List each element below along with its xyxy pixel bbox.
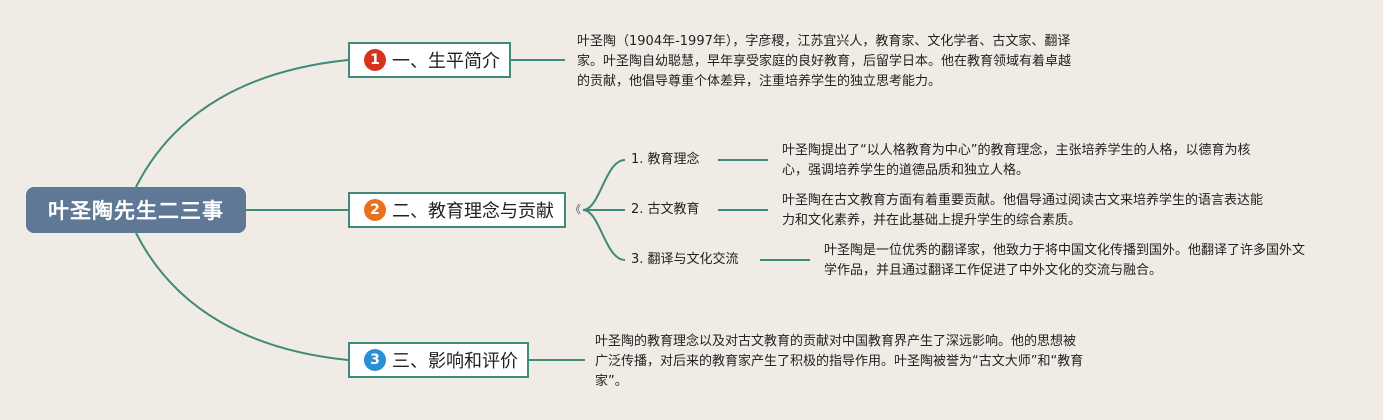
- branch-label-1: 一、生平简介: [392, 51, 500, 72]
- connector-branch-2-sub-1: [582, 159, 626, 211]
- branch-node-2[interactable]: 2 二、教育理念与贡献: [348, 192, 566, 228]
- sub-node-1[interactable]: 1. 教育理念: [631, 152, 700, 167]
- number-badge-2: 2: [364, 199, 386, 221]
- root-node[interactable]: 叶圣陶先生二三事: [26, 187, 246, 233]
- branch-label-2: 二、教育理念与贡献: [392, 201, 554, 222]
- sub-node-1-description: 叶圣陶提出了“以人格教育为中心”的教育理念，主张培养学生的人格，以德育为核心，强…: [782, 143, 1251, 178]
- sub-node-3[interactable]: 3. 翻译与文化交流: [631, 252, 739, 267]
- connector-root-branch-3: [135, 232, 349, 361]
- number-badge-1: 1: [364, 49, 386, 71]
- branch-node-3[interactable]: 3 三、影响和评价: [348, 342, 529, 378]
- connector-branch-2-sub-3: [582, 209, 626, 261]
- root-title: 叶圣陶先生二三事: [48, 199, 224, 223]
- branch-1-description: 叶圣陶（1904年-1997年），字彦稷，江苏宜兴人，教育家、文化学者、古文家、…: [577, 34, 1072, 89]
- branch-node-1[interactable]: 1 一、生平简介: [348, 42, 511, 78]
- branch-label-3: 三、影响和评价: [392, 351, 518, 372]
- number-badge-3: 3: [364, 349, 386, 371]
- branch-3-description: 叶圣陶的教育理念以及对古文教育的贡献对中国教育界产生了深远影响。他的思想被广泛传…: [595, 334, 1084, 389]
- sub-node-2-description: 叶圣陶在古文教育方面有着重要贡献。他倡导通过阅读古文来培养学生的语言表达能力和文…: [782, 193, 1264, 228]
- connector-root-branch-1: [135, 59, 349, 188]
- sub-node-3-description: 叶圣陶是一位优秀的翻译家，他致力于将中国文化传播到国外。他翻译了许多国外文学作品…: [824, 243, 1306, 278]
- collapse-toggle-icon[interactable]: 《: [570, 203, 581, 216]
- sub-node-2[interactable]: 2. 古文教育: [631, 202, 700, 217]
